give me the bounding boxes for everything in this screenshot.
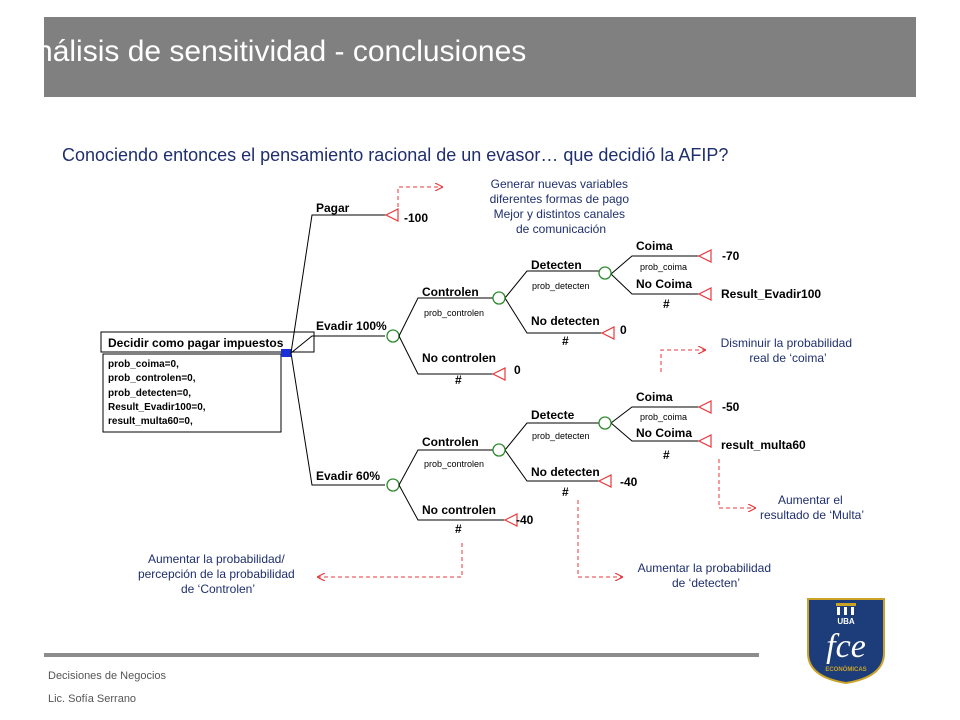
note-aumentar-multa: Aumentar el resultado de ‘Multa’ xyxy=(760,493,864,522)
note-disminuir-coima: Disminuir la probabilidad real de ‘coima… xyxy=(721,336,856,365)
svg-text:ECONÓMICAS: ECONÓMICAS xyxy=(825,665,866,673)
root-param: prob_detecten=0, xyxy=(108,388,191,399)
annotation-arrows xyxy=(318,187,755,577)
prob-coima: prob_coima xyxy=(640,412,687,422)
e60-branches xyxy=(398,406,699,521)
hash-mark: # xyxy=(663,297,670,311)
root-label: Decidir como pagar impuestos xyxy=(108,336,284,350)
root-branches xyxy=(290,214,386,486)
root-param: prob_controlen=0, xyxy=(108,373,196,384)
prob-coima: prob_coima xyxy=(640,262,687,272)
terminal-e100-coima xyxy=(697,249,712,263)
value-e100-nocontrolen: 0 xyxy=(514,363,521,377)
branch-no-detecten: No detecten xyxy=(531,314,600,328)
branch-controlen: Controlen xyxy=(422,285,479,299)
terminal-e60-nodetecten xyxy=(597,474,612,488)
note-aumentar-controlen: Aumentar la probabilidad/ percepción de … xyxy=(138,552,298,596)
value-e60-nocoima: result_multa60 xyxy=(721,438,806,452)
branch-pagar: Pagar xyxy=(316,201,350,215)
branch-no-controlen: No controlen xyxy=(422,351,496,365)
prob-controlen: prob_controlen xyxy=(424,459,484,469)
chance-node-controlen xyxy=(492,291,506,305)
page-title: Análisis de sensitividad - conclusiones xyxy=(16,35,527,68)
root-param: result_multa60=0, xyxy=(108,416,193,427)
chance-node-controlen xyxy=(492,443,506,457)
chance-node-evadir100 xyxy=(386,329,400,343)
branch-controlen: Controlen xyxy=(422,435,479,449)
footer-course: Decisiones de Negocios xyxy=(48,670,167,682)
decision-node-square xyxy=(281,349,291,357)
terminal-e60-nocontrolen xyxy=(503,513,518,527)
prob-controlen: prob_controlen xyxy=(424,308,484,318)
branch-no-coima: No Coima xyxy=(636,426,692,440)
branch-evadir60: Evadir 60% xyxy=(316,469,380,483)
value-e60-nocontrolen: -40 xyxy=(516,513,534,527)
hash-mark: # xyxy=(562,485,569,499)
value-e60-nodetecten: -40 xyxy=(620,475,638,489)
chance-node-detecten xyxy=(598,266,612,280)
svg-text:UBA: UBA xyxy=(837,617,855,626)
svg-text:fce: fce xyxy=(826,628,866,665)
root-param: prob_coima=0, xyxy=(108,359,179,370)
hash-mark: # xyxy=(455,373,462,387)
hash-mark: # xyxy=(663,448,670,462)
value-e100-coima: -70 xyxy=(722,249,740,263)
root-param: Result_Evadir100=0, xyxy=(108,402,206,413)
prob-detecten: prob_detecten xyxy=(532,431,590,441)
branch-coima: Coima xyxy=(636,390,673,404)
chance-node-detecte xyxy=(598,416,612,430)
branch-no-coima: No Coima xyxy=(636,277,692,291)
value-pagar: -100 xyxy=(404,211,428,225)
branch-evadir100: Evadir 100% xyxy=(316,319,387,333)
branch-no-controlen: No controlen xyxy=(422,503,496,517)
terminal-e100-nocoima xyxy=(697,287,712,301)
fce-uba-logo: UBA fce ECONÓMICAS xyxy=(807,598,885,685)
value-e60-coima: -50 xyxy=(722,400,740,414)
branch-coima: Coima xyxy=(636,239,673,253)
footer-author: Lic. Sofía Serrano xyxy=(48,693,137,705)
terminal-e60-nocoima xyxy=(697,434,712,448)
prob-detecten: prob_detecten xyxy=(532,281,590,291)
root-params-box xyxy=(102,353,282,433)
terminal-e60-coima xyxy=(697,400,712,414)
footer-divider xyxy=(44,653,759,657)
value-e100-nodetecten: 0 xyxy=(620,323,627,337)
value-e100-nocoima: Result_Evadir100 xyxy=(721,287,821,301)
root-label-box xyxy=(100,331,315,353)
branch-detecte: Detecte xyxy=(531,408,575,422)
branch-detecten: Detecten xyxy=(531,258,582,272)
page-subtitle: Conociendo entonces el pensamiento racio… xyxy=(62,145,729,165)
hash-mark: # xyxy=(455,522,462,536)
terminal-e100-nodetecten xyxy=(600,326,615,340)
terminal-pagar xyxy=(384,208,399,222)
branch-no-detecten: No detecten xyxy=(531,465,600,479)
chance-node-evadir60 xyxy=(386,478,400,492)
title-bar xyxy=(44,17,916,97)
e100-branches xyxy=(398,255,699,375)
terminal-e100-nocontrolen xyxy=(491,367,506,381)
note-generar: Generar nuevas variables diferentes form… xyxy=(490,177,633,236)
hash-mark: # xyxy=(562,334,569,348)
note-aumentar-detecten: Aumentar la probabilidad de ‘detecten’ xyxy=(638,561,775,590)
